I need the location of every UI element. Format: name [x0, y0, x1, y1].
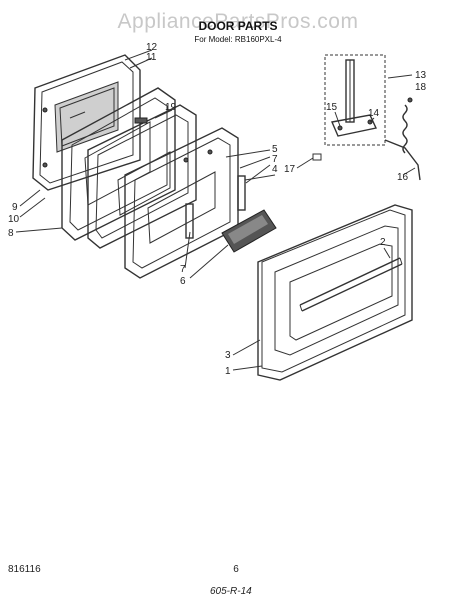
- model-line: For Model: RB160PXL-4: [194, 35, 282, 44]
- callout-8: 8: [8, 228, 14, 239]
- callout-12: 12: [146, 42, 158, 53]
- callout-7-upper: 7: [272, 154, 278, 165]
- callout-4: 4: [272, 164, 278, 175]
- callout-18: 18: [415, 82, 427, 93]
- callout-6: 6: [180, 276, 186, 287]
- inner-door-liner: [32, 54, 141, 191]
- watermark-text: AppliancePartsPros.com: [118, 10, 359, 33]
- callout-19: 19: [165, 102, 177, 113]
- outer-door: [257, 204, 413, 381]
- callout-14: 14: [368, 108, 380, 119]
- callout-13: 13: [415, 70, 427, 81]
- callout-10: 10: [8, 214, 20, 225]
- callout-1: 1: [225, 366, 231, 377]
- footer-code: 816116: [8, 564, 41, 575]
- callout-11: 11: [146, 52, 157, 63]
- callout-3: 3: [225, 350, 231, 361]
- leader-lines: [15, 49, 416, 371]
- callout-15: 15: [326, 102, 338, 113]
- window-glass-pane: [87, 104, 197, 249]
- callout-5: 5: [272, 144, 278, 155]
- callout-7-lower: 7: [180, 264, 186, 275]
- callout-9: 9: [12, 202, 18, 213]
- hinge-assembly: [312, 54, 421, 181]
- glass-insert: [221, 209, 277, 253]
- page-number: 6: [233, 564, 239, 575]
- callout-2: 2: [380, 237, 386, 248]
- callout-16: 16: [397, 172, 409, 183]
- handwritten-note: 605-R-14: [210, 586, 252, 597]
- diagram-title: DOOR PARTS: [198, 19, 277, 33]
- callout-17: 17: [284, 164, 296, 175]
